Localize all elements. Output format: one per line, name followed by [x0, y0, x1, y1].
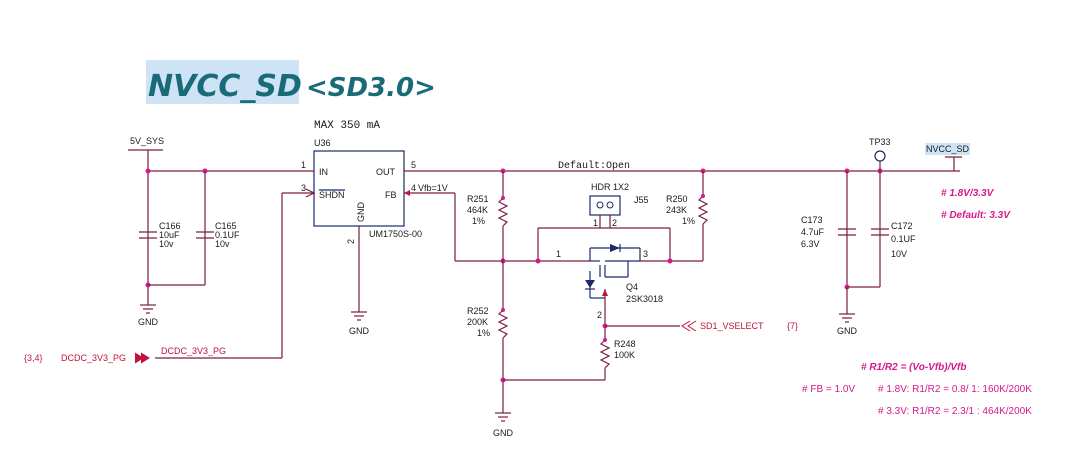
junction: [701, 194, 705, 198]
u36-pin4-num: 4: [411, 183, 416, 193]
r250-ref: R250: [666, 194, 688, 204]
junction: [667, 258, 673, 264]
fb-note: Vfb=1V: [418, 183, 448, 193]
sd1-vselect-label: SD1_VSELECT: [700, 321, 764, 331]
tp33-ref: TP33: [869, 137, 891, 147]
q4-pin1: 1: [556, 249, 561, 259]
title-highlight: [146, 60, 299, 104]
c173-value: 4.7uF: [801, 227, 825, 237]
r251-value: 464K: [467, 205, 488, 215]
pg-port-label: DCDC_3V3_PG: [61, 353, 126, 363]
q4-ref: Q4: [626, 282, 638, 292]
u36-ref: U36: [314, 138, 331, 148]
r252-value: 200K: [467, 317, 488, 327]
note-default: # Default: 3.3V: [941, 210, 1011, 221]
gnd-label-u36: GND: [349, 326, 370, 336]
title-net: NVCC_SD: [148, 69, 302, 104]
junction: [145, 168, 151, 174]
default-open-note: Default:Open: [558, 160, 630, 172]
c172-value: 0.1UF: [891, 234, 916, 244]
gnd-label-right: GND: [837, 326, 858, 336]
u36-pin1-num: 1: [301, 160, 306, 170]
testpoint-tp33: [874, 150, 886, 162]
j55-body: [589, 195, 621, 216]
c165-ref: C165: [215, 221, 237, 231]
u36-pin-gnd: GND: [356, 202, 366, 223]
net-nvcc-sd: NVCC_SD: [926, 144, 970, 154]
note-fb: # FB = 1.0V: [802, 384, 855, 395]
u36-pin2-num: 2: [346, 239, 356, 244]
c165-value: 0.1UF: [215, 230, 240, 240]
r251-ref: R251: [467, 194, 489, 204]
sd1-vselect-sheet: {7}: [787, 321, 798, 331]
q4-value: 2SK3018: [626, 294, 663, 304]
c173-ref: C173: [801, 215, 823, 225]
c173-rating: 6.3V: [801, 239, 820, 249]
gnd-label-bottom: GND: [493, 428, 514, 438]
u36-pin5-num: 5: [411, 160, 416, 170]
j55-pin2: 2: [612, 218, 617, 228]
junction: [603, 338, 607, 342]
note-case-3v3: # 3.3V: R1/R2 = 2.3/1 : 464K/200K: [878, 406, 1032, 417]
r250-tol: 1%: [682, 216, 695, 226]
r248-value: 100K: [614, 350, 635, 360]
c166-rating: 10v: [159, 239, 174, 249]
gnd-label-left: GND: [138, 317, 159, 327]
note-case-1v8: # 1.8V: R1/R2 = 0.8/ 1: 160K/200K: [878, 384, 1032, 395]
c172-ref: C172: [891, 221, 913, 231]
c165-rating: 10v: [215, 239, 230, 249]
j55-pin1: 1: [593, 218, 598, 228]
title-version: <SD3.0>: [306, 73, 436, 103]
u36-pin-shdn: SHDN: [319, 190, 345, 200]
u36-pin-fb: FB: [385, 190, 397, 200]
c166-value: 10uF: [159, 230, 180, 240]
max-current-label: MAX 350 mA: [314, 120, 380, 132]
r252-tol: 1%: [477, 328, 490, 338]
r248-ref: R248: [614, 339, 636, 349]
c166-ref: C166: [159, 221, 181, 231]
q4-pin2: 2: [597, 310, 602, 320]
r251-tol: 1%: [472, 216, 485, 226]
pg-sheet-ref: {3,4}: [24, 353, 43, 363]
j55-ref: J55: [634, 195, 649, 205]
u36-pin-out: OUT: [376, 167, 396, 177]
q4-pin3: 3: [643, 249, 648, 259]
note-voltage-options: # 1.8V/3.3V: [941, 188, 995, 199]
r252-ref: R252: [467, 306, 489, 316]
c172-rating: 10V: [891, 249, 907, 259]
u36-pin-in: IN: [319, 167, 328, 177]
u36-part: UM1750S-00: [369, 229, 422, 239]
junction: [535, 258, 541, 264]
r250-value: 243K: [666, 205, 687, 215]
junction: [501, 308, 505, 312]
u36-pin3-num: 3: [301, 183, 306, 193]
pg-net-label: DCDC_3V3_PG: [161, 346, 226, 356]
nvcc-sd-highlight: [925, 143, 970, 155]
junction: [501, 196, 505, 200]
j55-value: HDR 1X2: [591, 182, 629, 192]
net-5v-sys: 5V_SYS: [130, 136, 164, 146]
note-formula: # R1/R2 = (Vo-Vfb)/Vfb: [861, 362, 966, 373]
